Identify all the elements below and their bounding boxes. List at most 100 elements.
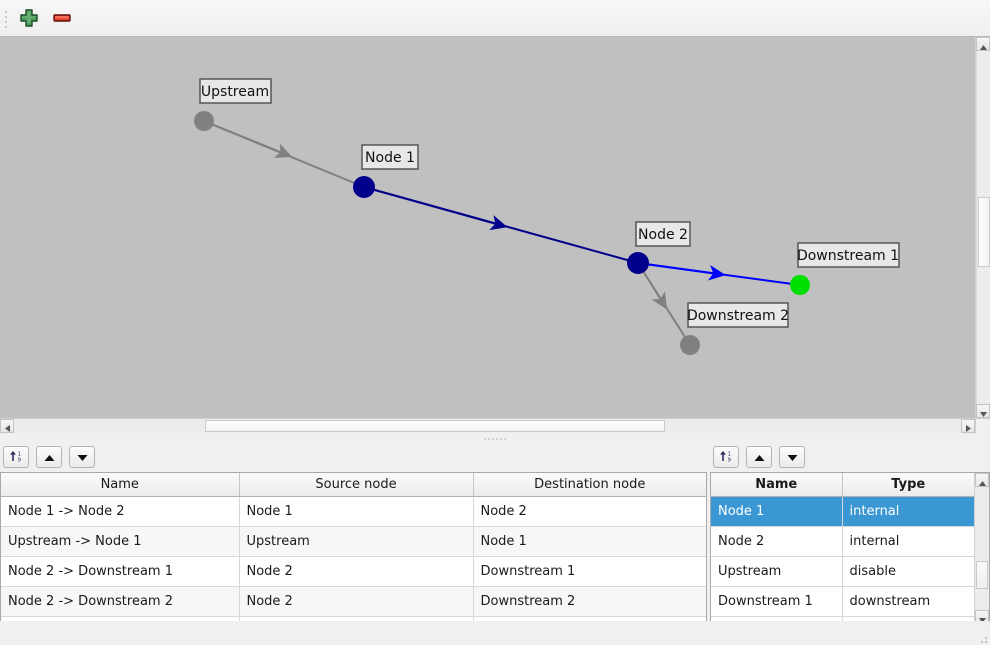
svg-text:9: 9	[18, 457, 21, 462]
table-row[interactable]: Node 2 internal	[711, 526, 974, 557]
scroll-left-button[interactable]	[0, 419, 14, 433]
nodes-move-up-button[interactable]	[746, 446, 772, 468]
graph-canvas[interactable]: Upstream Node 1 Node 2 Downstream 1	[0, 37, 975, 418]
node-node1	[353, 176, 375, 198]
graph-nodes	[194, 111, 810, 355]
edges-cell-name: Node 1 -> Node 2	[1, 496, 240, 527]
nodes-cell-name: Node 1	[711, 496, 843, 527]
scroll-down-button[interactable]	[976, 404, 990, 418]
triangle-up-icon	[44, 450, 55, 465]
edges-col-name[interactable]: Name	[1, 473, 240, 497]
node-label-node1[interactable]: Node 1	[361, 144, 419, 170]
table-row[interactable]: Node 1 -> Node 2 Node 1 Node 2	[1, 496, 706, 527]
node-label-node2-text: Node 2	[638, 227, 688, 243]
edges-table-header-row: Name Source node Destination node	[1, 473, 706, 497]
triangle-down-icon	[978, 608, 986, 625]
svg-text:1: 1	[728, 451, 731, 457]
sort-ascending-icon: 1 9	[719, 449, 733, 466]
triangle-down-icon	[787, 450, 798, 465]
add-node-button[interactable]	[16, 6, 42, 32]
node-label-downstream2[interactable]: Downstream 2	[687, 302, 789, 328]
nodes-table-scrollbar[interactable]	[974, 473, 989, 624]
scroll-up-button[interactable]	[976, 37, 990, 51]
edge-node2-downstream1-arrow	[637, 262, 726, 281]
edges-cell-source: Node 1	[239, 496, 474, 527]
node-label-upstream-text: Upstream	[201, 84, 269, 100]
node-label-node2[interactable]: Node 2	[635, 221, 691, 247]
triangle-left-icon	[4, 417, 10, 436]
triangle-down-icon	[77, 450, 88, 465]
nodes-sort-button[interactable]: 1 9	[713, 446, 739, 468]
edges-cell-destination: Downstream 1	[473, 556, 706, 587]
tables-area: 1 9	[0, 444, 990, 645]
nodes-table-empty-row	[711, 616, 974, 624]
edge-node1-node2-arrow	[363, 186, 508, 231]
edges-move-up-button[interactable]	[36, 446, 62, 468]
node-label-node1-text: Node 1	[365, 150, 415, 166]
graph-svg: Upstream Node 1 Node 2 Downstream 1	[194, 78, 900, 355]
edges-cell-destination: Node 2	[473, 496, 706, 527]
nodes-table-container[interactable]: Name Type Node 1 internal Node 2 i	[710, 472, 990, 625]
edges-cell-name: Node 2 -> Downstream 2	[1, 586, 240, 617]
edges-cell-destination: Node 1	[473, 526, 706, 557]
triangle-up-icon	[754, 450, 765, 465]
toolbar-drag-handle[interactable]	[5, 11, 10, 28]
graph-panel: Upstream Node 1 Node 2 Downstream 1	[0, 37, 990, 433]
table-row[interactable]: Upstream -> Node 1 Upstream Node 1	[1, 526, 706, 557]
node-label-downstream1-text: Downstream 1	[797, 248, 899, 264]
graph-horizontal-scrollbar[interactable]	[0, 418, 975, 433]
triangle-down-icon	[979, 402, 987, 421]
node-upstream	[194, 111, 214, 131]
nodes-table-header-row: Name Type	[711, 473, 974, 497]
red-minus-icon	[51, 7, 73, 32]
edges-table-container[interactable]: Name Source node Destination node Node 1…	[0, 472, 707, 625]
nodes-move-down-button[interactable]	[779, 446, 805, 468]
table-row[interactable]: Node 1 internal	[711, 496, 974, 527]
node-downstream2	[680, 335, 700, 355]
table-row[interactable]: Node 2 -> Downstream 1 Node 2 Downstream…	[1, 556, 706, 587]
nodes-toolbar: 1 9	[710, 444, 805, 470]
graph-node-labels: Upstream Node 1 Node 2 Downstream 1	[199, 78, 900, 328]
green-plus-icon	[18, 7, 40, 32]
sort-ascending-icon: 1 9	[9, 449, 23, 466]
graph-vscroll-thumb[interactable]	[978, 197, 990, 267]
svg-text:1: 1	[18, 451, 21, 457]
window-resize-grip[interactable]	[977, 633, 987, 643]
nodes-col-type[interactable]: Type	[842, 473, 974, 497]
edges-cell-name: Upstream -> Node 1	[1, 526, 240, 557]
status-bar	[0, 621, 990, 645]
nodes-scroll-up-button[interactable]	[975, 473, 989, 487]
triangle-up-icon	[979, 35, 987, 54]
nodes-cell-type: disable	[842, 556, 974, 587]
node-label-downstream1[interactable]: Downstream 1	[797, 242, 900, 268]
edges-col-destination[interactable]: Destination node	[473, 473, 706, 497]
table-row[interactable]: Upstream disable	[711, 556, 974, 587]
edges-sort-button[interactable]: 1 9	[3, 446, 29, 468]
nodes-col-name[interactable]: Name	[711, 473, 843, 497]
panel-splitter[interactable]	[0, 433, 990, 444]
edges-cell-source: Upstream	[239, 526, 474, 557]
nodes-cell-name: Downstream 1	[711, 586, 843, 617]
table-row[interactable]: Node 2 -> Downstream 2 Node 2 Downstream…	[1, 586, 706, 617]
main-toolbar	[0, 0, 990, 37]
nodes-cell-name: Node 2	[711, 526, 843, 557]
edges-table-empty-row	[1, 616, 706, 624]
triangle-right-icon	[965, 417, 971, 436]
nodes-cell-name: Upstream	[711, 556, 843, 587]
scrollbar-corner	[975, 418, 990, 433]
edges-cell-source: Node 2	[239, 556, 474, 587]
edges-col-source[interactable]: Source node	[239, 473, 474, 497]
node-label-upstream[interactable]: Upstream	[199, 78, 272, 104]
graph-vscroll-track[interactable]	[976, 51, 990, 404]
nodes-cell-type: downstream	[842, 586, 974, 617]
graph-vertical-scrollbar[interactable]	[975, 37, 990, 433]
edges-move-down-button[interactable]	[69, 446, 95, 468]
edges-cell-destination: Downstream 2	[473, 586, 706, 617]
remove-node-button[interactable]	[49, 6, 75, 32]
nodes-scroll-thumb[interactable]	[976, 561, 988, 589]
graph-hscroll-thumb[interactable]	[205, 420, 665, 432]
edges-table: Name Source node Destination node Node 1…	[1, 473, 706, 624]
table-row[interactable]: Downstream 1 downstream	[711, 586, 974, 617]
scroll-right-button[interactable]	[961, 419, 975, 433]
